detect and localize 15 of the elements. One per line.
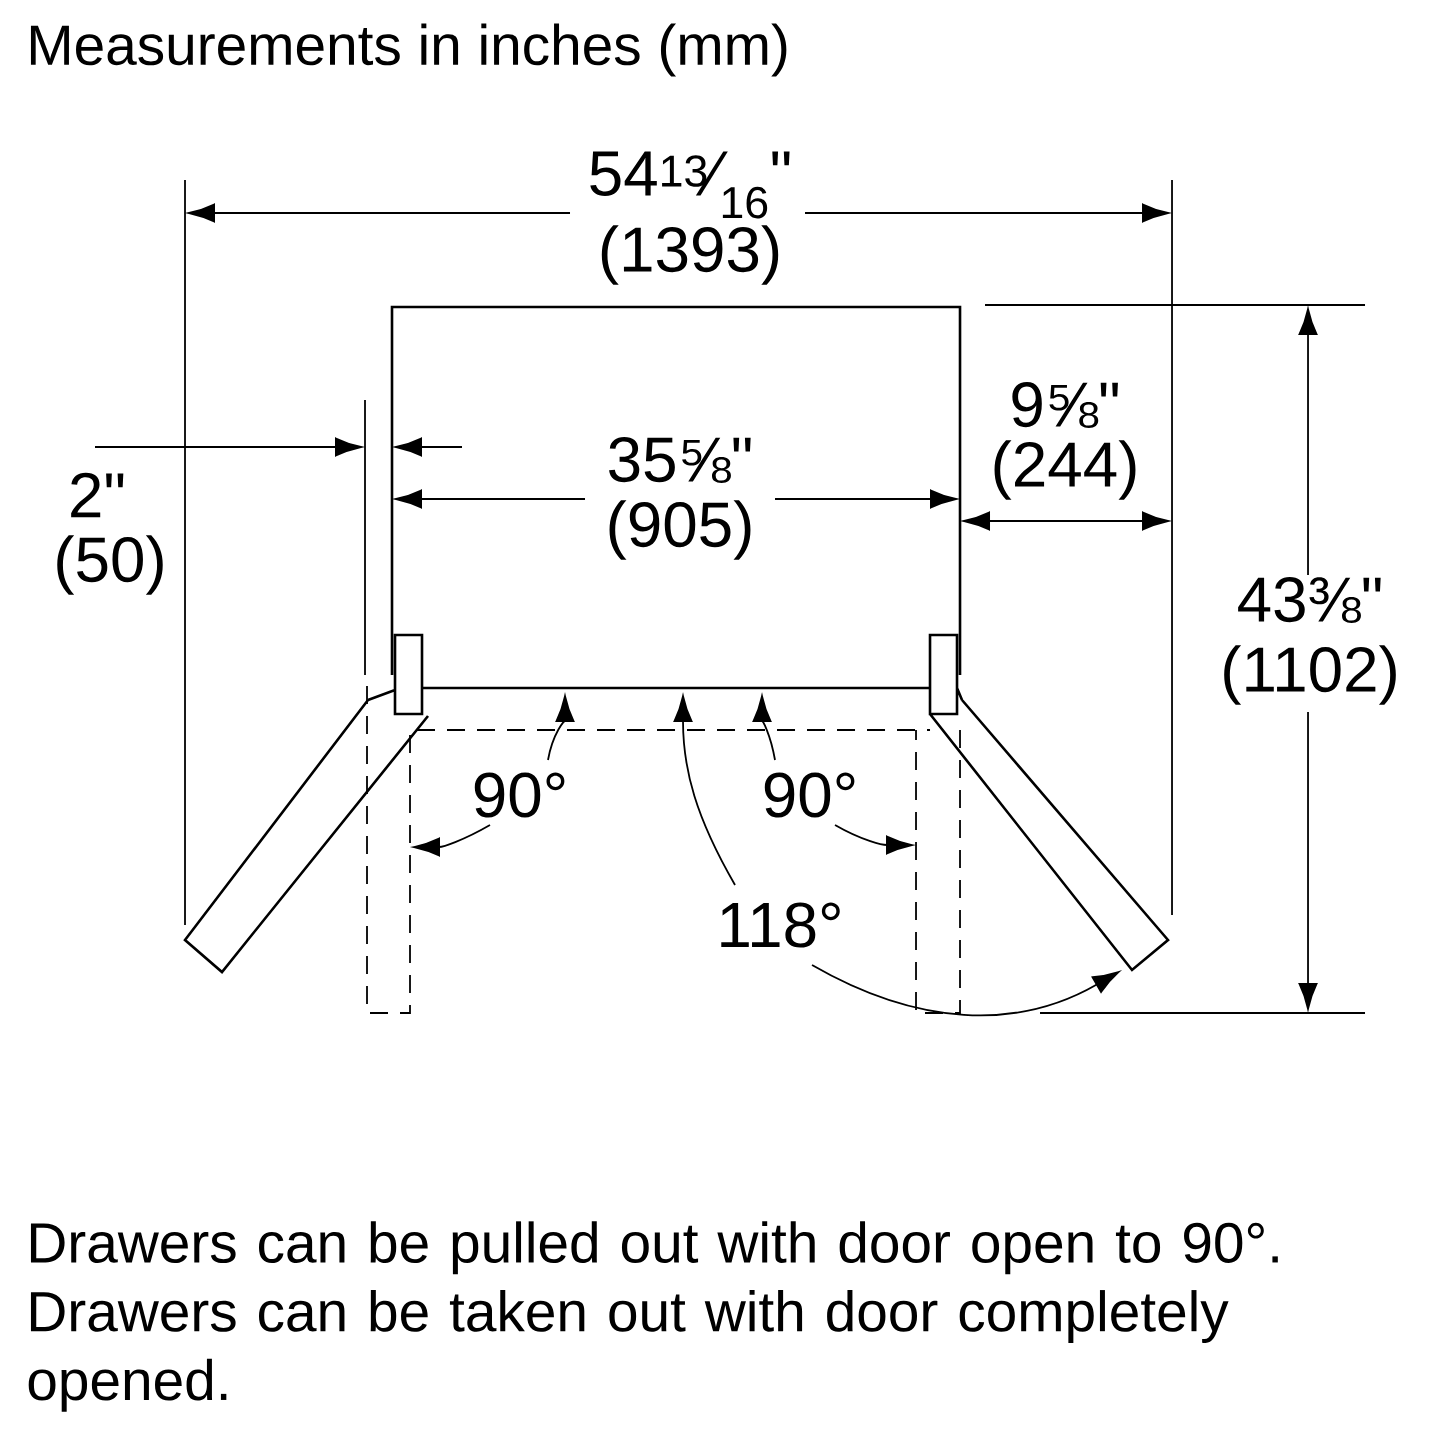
dimension-label: 54$^{13}$⁄$_{16}$" [585,149,795,221]
dimension-label: (905) [603,498,757,562]
dimension-label: 90° [469,770,571,820]
dimension-label: 9⅝" [1007,380,1123,430]
title: Measurements in inches (mm) [30,23,787,77]
dimension-label: (50) [51,533,169,597]
dimension-label: 35⅝" [604,435,756,485]
caption: Drawers can be pulled out with door open to 90°. Drawers can be taken out with door completely opened. [28,1221,1278,1412]
dimension-label: 90° [759,770,861,820]
dimension-label: (244) [988,438,1142,502]
dimension-label: (1102) [1218,643,1402,707]
dimension-label: 2" [65,470,129,520]
dimension-label: 43⅜" [1234,575,1386,625]
dimension-label: (1393) [595,223,785,287]
dimension-label: 118° [714,900,846,950]
